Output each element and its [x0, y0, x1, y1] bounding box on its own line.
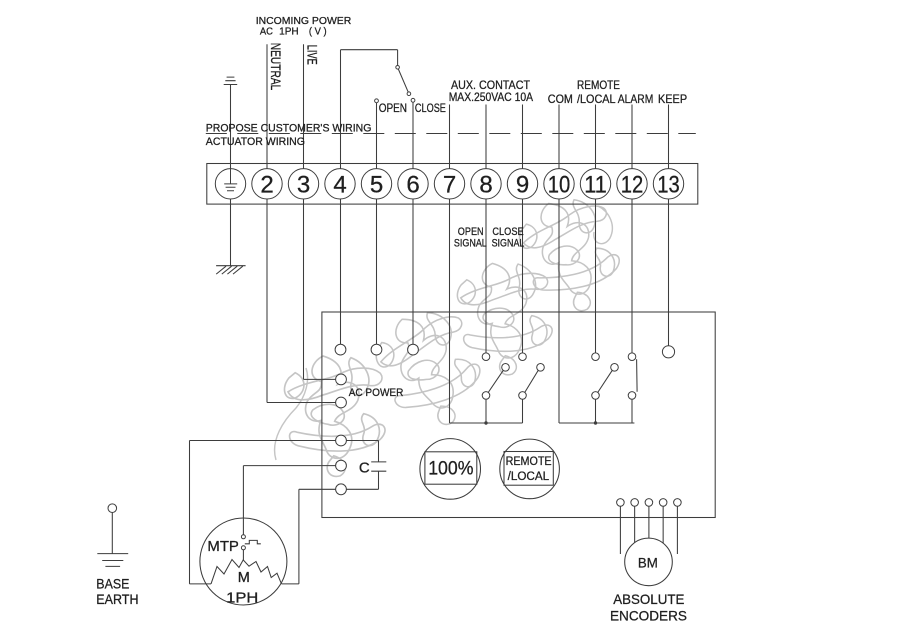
svg-text:M: M: [238, 570, 250, 586]
svg-text:7: 7: [443, 171, 456, 198]
svg-text:11: 11: [584, 171, 607, 198]
svg-text:SIGNAL: SIGNAL: [492, 238, 525, 250]
svg-text:BASE: BASE: [96, 576, 129, 591]
svg-text:4: 4: [333, 171, 346, 198]
svg-text:MTP: MTP: [207, 539, 239, 555]
svg-text:PROPOSE CUSTOMER'S WIRING: PROPOSE CUSTOMER'S WIRING: [206, 122, 372, 134]
svg-text:EARTH: EARTH: [96, 592, 138, 607]
svg-text:CLOSE: CLOSE: [415, 101, 446, 115]
svg-text:ALARM: ALARM: [618, 92, 654, 106]
svg-text:INCOMING POWER: INCOMING POWER: [256, 15, 352, 27]
svg-text:OPEN: OPEN: [379, 101, 407, 115]
svg-text:REMOTE: REMOTE: [506, 456, 552, 468]
svg-text:100%: 100%: [428, 457, 473, 479]
svg-text:3: 3: [297, 171, 310, 198]
svg-text:BM: BM: [638, 554, 658, 570]
svg-text:ACTUATOR WIRING: ACTUATOR WIRING: [206, 136, 305, 148]
svg-text:10: 10: [548, 171, 571, 198]
svg-text:OPEN: OPEN: [458, 226, 484, 238]
svg-text:KEEP: KEEP: [658, 92, 687, 106]
svg-text:5: 5: [370, 171, 383, 198]
svg-text:1PH: 1PH: [226, 590, 258, 607]
svg-text:CLOSE: CLOSE: [492, 226, 523, 238]
svg-text:MAX.250VAC 10A: MAX.250VAC 10A: [449, 90, 533, 104]
svg-text:COM: COM: [548, 92, 573, 106]
svg-text:ENCODERS: ENCODERS: [610, 607, 687, 623]
svg-text:ABSOLUTE: ABSOLUTE: [613, 591, 684, 607]
svg-text:/LOCAL: /LOCAL: [577, 92, 616, 106]
svg-text:SIGNAL: SIGNAL: [454, 238, 487, 250]
svg-text:2: 2: [260, 171, 273, 198]
svg-text:/LOCAL: /LOCAL: [508, 471, 550, 483]
svg-text:8: 8: [479, 171, 492, 198]
svg-text:12: 12: [621, 171, 644, 198]
svg-text:AUX. CONTACT: AUX. CONTACT: [451, 78, 531, 92]
svg-text:1PH: 1PH: [279, 25, 299, 37]
svg-text:NEUTRAL: NEUTRAL: [268, 43, 284, 91]
svg-text:9: 9: [516, 171, 529, 198]
svg-text:AC POWER: AC POWER: [349, 387, 404, 399]
svg-text:C: C: [359, 459, 370, 476]
svg-text:AC: AC: [260, 25, 273, 37]
svg-text:REMOTE: REMOTE: [577, 78, 620, 92]
svg-text:( V ): ( V ): [309, 25, 327, 37]
svg-text:6: 6: [406, 171, 419, 198]
svg-text:LIVE: LIVE: [304, 45, 320, 65]
svg-text:13: 13: [657, 171, 680, 198]
